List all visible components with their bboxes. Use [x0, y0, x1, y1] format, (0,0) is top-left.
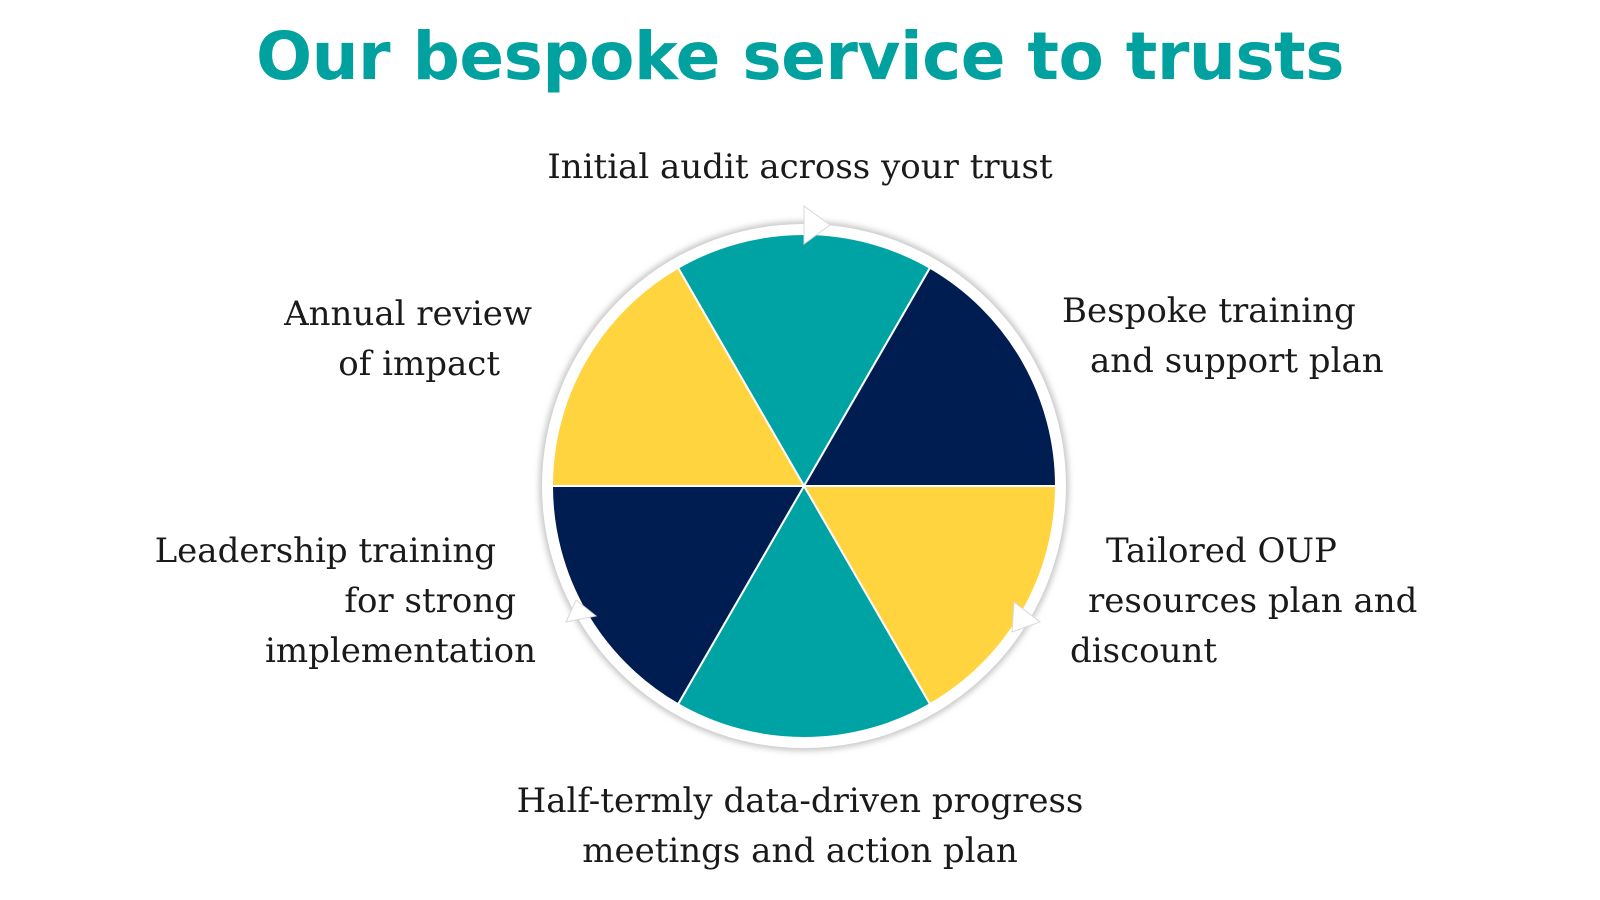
- segment-bespoke-training: [802, 266, 1058, 487]
- arrow-right-icon: [1011, 601, 1042, 633]
- segment-annual-review: [550, 266, 806, 487]
- step-annual-review-label: Annual review of impact: [284, 294, 532, 384]
- step-tailored-resources-label: Tailored OUP resources plan and discount: [1070, 531, 1418, 671]
- step-leadership-training-label: Leadership training for strong implement…: [154, 531, 536, 671]
- segment-progress-meetings: [676, 483, 932, 740]
- arrow-left-icon: [565, 599, 598, 623]
- arrow-top-icon: [803, 205, 831, 245]
- step-initial-audit-label: Initial audit across your trust: [547, 147, 1053, 187]
- page-title: Our bespoke service to trusts: [255, 18, 1345, 95]
- step-progress-meetings-label: Half-termly data-driven progress meeting…: [516, 781, 1084, 871]
- step-bespoke-training-label: Bespoke training and support plan: [1062, 291, 1384, 381]
